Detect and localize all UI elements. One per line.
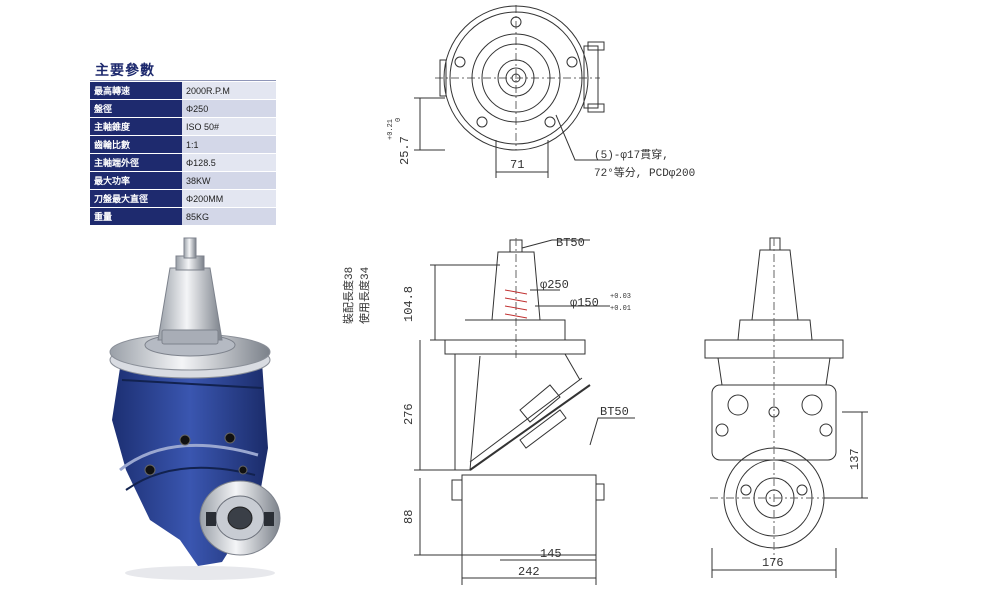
label-bt50-side: BT50: [600, 405, 629, 419]
spec-value: Φ128.5: [182, 153, 276, 172]
dim-25-7: 25.7: [398, 136, 412, 165]
product-photo: [109, 237, 281, 580]
dim-phi150-tol-lower: +0.01: [610, 305, 631, 313]
spec-label: 齒輪比數: [90, 135, 182, 154]
spec-value: 85KG: [182, 207, 276, 226]
spec-value: Φ250: [182, 99, 276, 118]
vertical-note-assembly-length: 裝配長度38: [341, 267, 356, 324]
dim-phi150-tol-upper: +0.03: [610, 293, 631, 301]
spec-label: 刀盤最大直徑: [90, 189, 182, 208]
dim-88: 88: [402, 510, 416, 524]
dim-137: 137: [848, 448, 862, 470]
spec-label: 重量: [90, 207, 182, 226]
spec-value: 1:1: [182, 135, 276, 154]
side-section-view: [414, 238, 635, 585]
spec-value: ISO 50#: [182, 117, 276, 136]
dim-242: 242: [518, 565, 540, 579]
dim-104-8: 104.8: [402, 286, 416, 322]
dim-71: 71: [510, 158, 524, 172]
dim-phi250: φ250: [540, 278, 569, 292]
oblique-joint: [119, 443, 259, 472]
pull-stud: [183, 237, 197, 259]
spec-label: 主軸端外徑: [90, 153, 182, 172]
spec-label: 最高轉速: [90, 82, 182, 100]
spec-label: 最大功率: [90, 171, 182, 190]
dim-276: 276: [402, 403, 416, 425]
dim-176: 176: [762, 556, 784, 570]
dim-phi150: φ150: [570, 296, 599, 310]
spec-value: 2000R.P.M: [182, 82, 276, 100]
spec-label: 盤徑: [90, 99, 182, 118]
spec-title-rule: [90, 80, 276, 81]
label-bt50-top: BT50: [556, 236, 585, 250]
spec-title: 主要參數: [95, 63, 155, 79]
spec-label: 主軸錐度: [90, 117, 182, 136]
tool-holder-taper: [157, 267, 223, 341]
dim-145: 145: [540, 547, 562, 561]
hole-note-line2: 72°等分, PCDφ200: [594, 165, 695, 180]
spec-value: 38KW: [182, 171, 276, 190]
top-view: [414, 5, 610, 178]
dim-tol-lower: 0: [395, 118, 403, 122]
vertical-note-usable-length: 使用長度34: [357, 266, 372, 324]
dim-tol-upper: +0.21: [387, 119, 395, 140]
spec-value: Φ200MM: [182, 189, 276, 208]
hole-note-line1: (5)-φ17貫穿,: [594, 147, 669, 162]
shadow: [125, 566, 275, 580]
front-view: [704, 237, 868, 578]
